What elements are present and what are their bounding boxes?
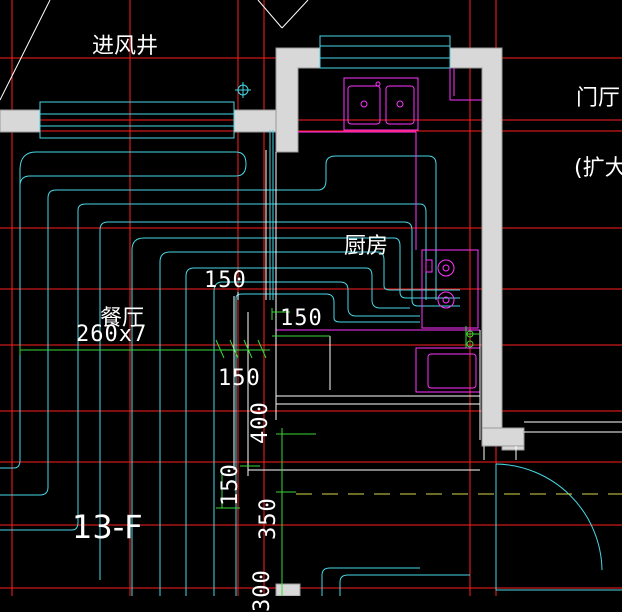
label-dining: 餐厅 [100,306,145,331]
dim-350: 350 [256,497,281,540]
windows [39,35,451,139]
axis-grid-lines [0,0,622,596]
label-enlarge: (扩大 [574,156,622,181]
dim-spacing: 260x7 [76,322,148,347]
label-floor: 13-F [72,508,143,546]
shaft-diagonals [0,0,309,101]
riser-pipes [265,130,274,300]
label-foyer: 门厅 [576,86,621,111]
dim-150-mid: 150 [280,306,323,331]
target-marker-icon [235,82,251,98]
dim-300: 300 [250,569,275,612]
door-swing [495,463,622,591]
dim-150-top: 150 [204,268,247,293]
kitchen-fixtures [276,68,482,393]
dim-150-mid2: 150 [218,366,261,391]
dimension-lines [19,308,480,596]
dim-400: 400 [248,401,273,444]
cad-drawing-canvas[interactable] [0,0,622,596]
label-kitchen: 厨房 [344,234,389,259]
dimension-extension [233,292,239,470]
label-air-shaft: 进风井 [92,34,159,59]
heating-pipe-loops [0,151,470,596]
dim-150-low: 150 [218,463,243,506]
walls [0,47,525,596]
